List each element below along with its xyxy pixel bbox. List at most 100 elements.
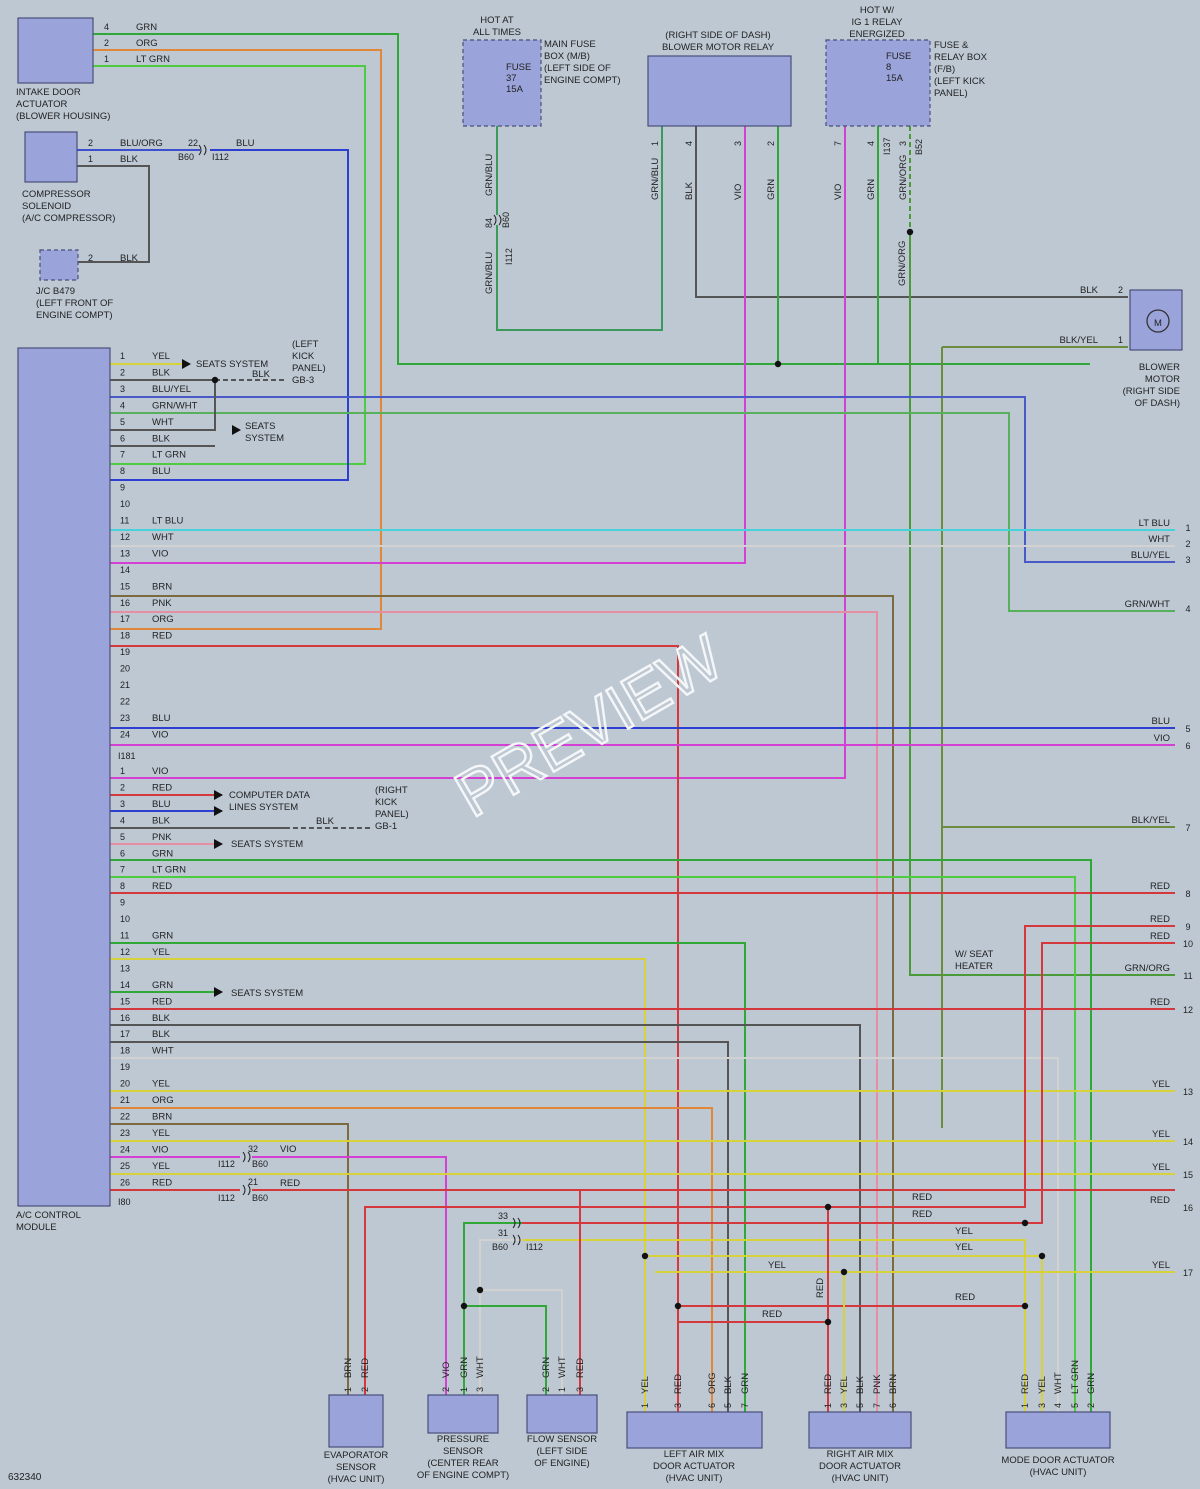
module-wire-a-13: VIO xyxy=(152,548,168,559)
relay-vio xyxy=(110,126,746,564)
compressor-wire-after: BLU xyxy=(236,138,255,149)
jc-b479 xyxy=(39,249,79,281)
relay-wire: BLK xyxy=(684,181,695,200)
a4 xyxy=(110,412,1175,612)
mode-wire-1: YEL xyxy=(1037,1376,1048,1394)
splice-dot-10 xyxy=(840,1268,848,1276)
right-air-mix-actuator xyxy=(808,1411,912,1449)
fuse8-conn-a: I137 xyxy=(882,137,892,155)
module-pin-a-7: 7 xyxy=(120,450,125,460)
compressor-conn-a: B60 xyxy=(178,152,194,162)
module-pin-b-2: 2 xyxy=(120,782,125,792)
pressure-pin-1: 1 xyxy=(459,1387,469,1392)
flow-pin-3: 3 xyxy=(575,1387,585,1392)
module-pin-b-15: 15 xyxy=(120,996,130,1006)
fuse37-conn-b: I112 xyxy=(504,248,514,265)
offpage-wire-12: RED xyxy=(1150,997,1170,1008)
flow-pin-1: 1 xyxy=(557,1387,567,1392)
lmix-pin-7: 7 xyxy=(740,1403,750,1408)
compressor-pin: 1 xyxy=(88,154,93,164)
bus-red-e: RED xyxy=(815,1278,826,1298)
bus-red-c: RED xyxy=(762,1309,782,1320)
relay-wire: VIO xyxy=(733,184,744,200)
module-pin-b-14: 14 xyxy=(120,980,130,990)
fuse8-wire: VIO xyxy=(833,184,844,200)
module-wire-b-17: BLK xyxy=(152,1029,171,1040)
module-pin-b-7: 7 xyxy=(120,865,125,875)
watermark: PREVIEW xyxy=(443,621,735,831)
cable-b60-c: B60 xyxy=(252,1193,268,1203)
relay-wire: GRN xyxy=(766,179,777,200)
module-pin-a-4: 4 xyxy=(120,400,125,410)
lmix-pin-3: 3 xyxy=(673,1403,683,1408)
offpage-num-4: 4 xyxy=(1185,604,1190,614)
module-wire-b-24: VIO xyxy=(152,1144,168,1155)
evaporator-sensor xyxy=(328,1394,384,1448)
pressure-wire-1: GRN xyxy=(459,1357,470,1378)
module-wire-a-2: BLK xyxy=(152,367,171,378)
offpage-num-10: 10 xyxy=(1183,939,1193,949)
flow-sensor xyxy=(526,1394,598,1434)
fuse37-b xyxy=(496,126,663,331)
offpage-wire-2: WHT xyxy=(1148,534,1170,545)
module-pin-a-23: 23 xyxy=(120,713,130,723)
intake-pin: 2 xyxy=(104,38,109,48)
module-wire-b-15: RED xyxy=(152,996,172,1007)
module-pin-a-10: 10 xyxy=(120,499,130,509)
cable-31: 31 xyxy=(498,1228,508,1238)
module-pin-a-12: 12 xyxy=(120,532,130,542)
module-wire-b-21: ORG xyxy=(152,1095,174,1106)
module-wire-a-8: BLU xyxy=(152,466,171,477)
splice-dot-4 xyxy=(1021,1219,1029,1227)
conn-84 xyxy=(493,214,502,226)
component-layer xyxy=(17,17,1183,1449)
splice-dot-1 xyxy=(774,360,782,368)
b18 xyxy=(110,1057,1059,1412)
rmix-pin-7: 7 xyxy=(872,1403,882,1408)
mode-pin-4: 4 xyxy=(1053,1403,1063,1408)
module-wire-b-2: RED xyxy=(152,782,172,793)
relay-wire: GRN/BLU xyxy=(650,158,661,200)
rmix-wire-1: YEL xyxy=(839,1376,850,1394)
offpage-wire-4: GRN/WHT xyxy=(1125,599,1171,610)
lmix-wire-0: YEL xyxy=(640,1376,651,1394)
offpage-num-1: 1 xyxy=(1185,523,1190,533)
arrow-seats-3 xyxy=(214,839,223,849)
flow-wire-2: RED xyxy=(575,1358,586,1378)
module-pin-a-16: 16 xyxy=(120,598,130,608)
grnorg-11 xyxy=(909,232,1175,976)
module-pin-b-19: 19 xyxy=(120,1062,130,1072)
offpage-num-17: 17 xyxy=(1183,1268,1193,1278)
fuse8-pin: 3 xyxy=(898,141,908,146)
offpage-num-6: 6 xyxy=(1185,741,1190,751)
conn-32 xyxy=(242,1151,251,1163)
module-pin-b-4: 4 xyxy=(120,815,125,825)
module-wire-b-23: YEL xyxy=(152,1128,170,1139)
cable-i112: I112 xyxy=(526,1242,543,1252)
relay-pin: 1 xyxy=(650,141,660,146)
module-wire-b-25: YEL xyxy=(152,1161,170,1172)
module-wire-b-1: VIO xyxy=(152,766,168,777)
conn-21 xyxy=(242,1184,251,1196)
lmix-wire-1: RED xyxy=(673,1374,684,1394)
ac-control-module xyxy=(17,347,111,1207)
module-pin-a-6: 6 xyxy=(120,433,125,443)
connector-i80: I80 xyxy=(118,1197,131,1207)
module-pin-b-22: 22 xyxy=(120,1111,130,1121)
fuse37-conn-a: B60 xyxy=(501,212,511,228)
offpage-num-11: 11 xyxy=(1183,971,1192,981)
b7 xyxy=(110,876,1076,1412)
rmix-wire-4: BRN xyxy=(888,1374,899,1394)
arrow-seats-1 xyxy=(182,359,191,369)
motor-icon xyxy=(1146,309,1170,333)
mode-name: MODE DOOR ACTUATOR(HVAC UNIT) xyxy=(1001,1455,1114,1478)
figure-id: 632340 xyxy=(8,1472,42,1483)
